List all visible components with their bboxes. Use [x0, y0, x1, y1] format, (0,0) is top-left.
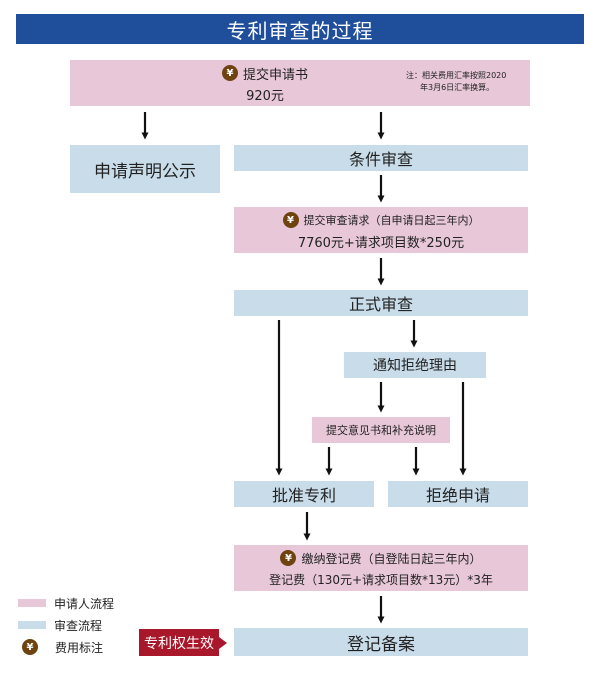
- page-title: 专利审查的过程: [16, 14, 584, 44]
- yen-coin-icon: ¥: [22, 639, 38, 655]
- yen-coin-icon: ¥: [221, 65, 238, 81]
- yen-coin-icon: ¥: [282, 212, 299, 228]
- request-exam-label: 提交审查请求（自申请日起三年内）: [303, 214, 480, 227]
- rejection-notice-box: 通知拒绝理由: [344, 352, 486, 378]
- legend-fee-mark: 费用标注: [55, 640, 104, 655]
- effective-pointer: [219, 637, 227, 649]
- grant-box: 批准专利: [234, 481, 374, 507]
- legend: 申请人流程 审查流程 ¥ 费用标注: [18, 594, 138, 664]
- patent-effective-box: 专利权生效: [139, 629, 219, 656]
- exam-flow-swatch: [18, 621, 46, 629]
- formal-exam-box: 条件审查: [234, 145, 528, 171]
- yen-coin-icon: ¥: [280, 550, 297, 566]
- substantive-exam-box: 正式审查: [234, 290, 528, 316]
- exchange-rate-note-line1: 注：相关费用汇率按照2020: [406, 71, 507, 80]
- registration-box: 登记备案: [234, 628, 528, 656]
- exchange-rate-note-line2: 年3月6日汇率换算。: [420, 83, 495, 92]
- submit-application-fee: 920元: [246, 88, 284, 104]
- submit-application-label: 提交申请书: [242, 67, 308, 83]
- registration-fee-label: 缴纳登记费（自登陆日起三年内）: [301, 551, 482, 566]
- request-exam-fee: 7760元+请求项目数*250元: [297, 235, 465, 251]
- reject-box: 拒绝申请: [388, 481, 528, 507]
- submit-opinion-box: 提交意见书和补充说明: [312, 417, 450, 443]
- legend-applicant-flow: 申请人流程: [54, 596, 115, 611]
- legend-exam-flow: 审查流程: [54, 618, 103, 633]
- submit-application-box: ¥ 提交申请书 920元 注：相关费用汇率按照2020 年3月6日汇率换算。: [70, 60, 530, 106]
- request-exam-box: ¥ 提交审查请求（自申请日起三年内） 7760元+请求项目数*250元: [234, 207, 528, 253]
- registration-fee-amount: 登记费（130元+请求项目数*13元）*3年: [269, 572, 493, 587]
- publication-box: 申请声明公示: [70, 145, 220, 193]
- registration-fee-box: ¥ 缴纳登记费（自登陆日起三年内） 登记费（130元+请求项目数*13元）*3年: [234, 545, 528, 591]
- applicant-flow-swatch: [18, 599, 46, 607]
